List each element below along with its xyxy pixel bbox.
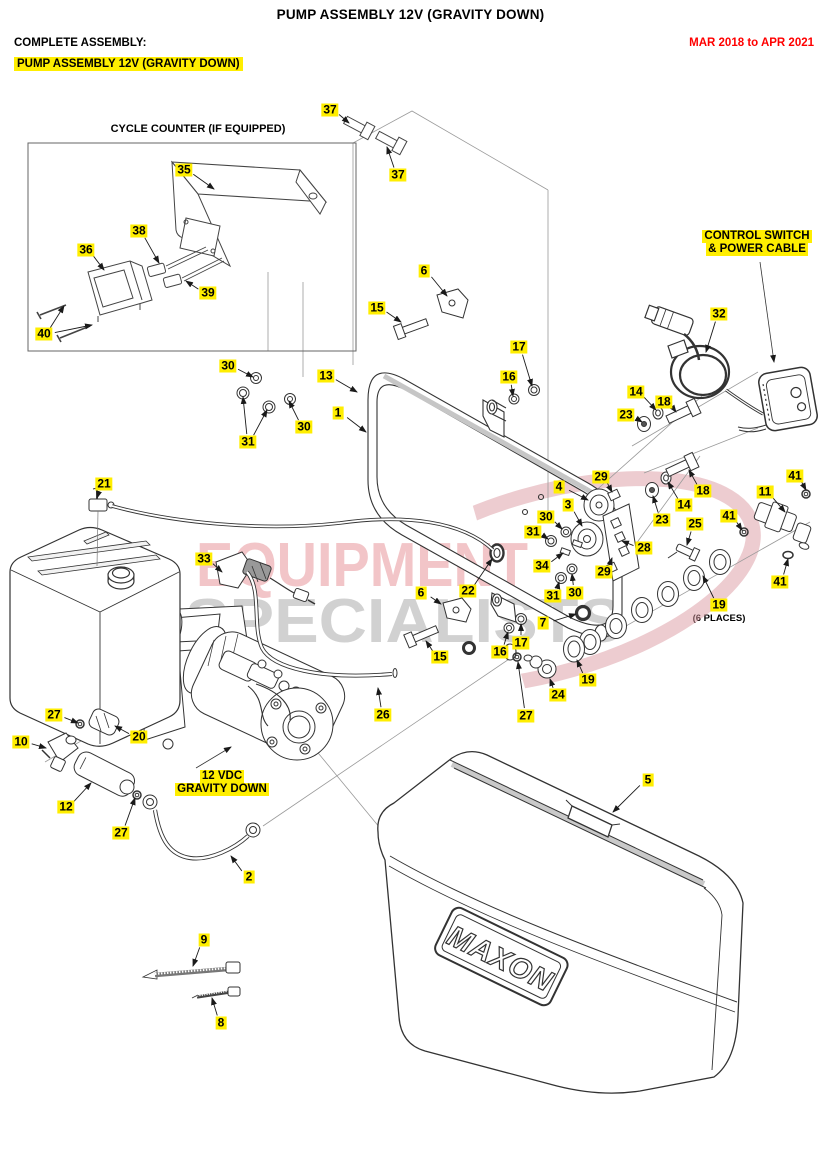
plumbing <box>41 486 495 861</box>
motor-label-line2: GRAVITY DOWN <box>175 783 269 796</box>
callout-36: 36 <box>77 242 95 257</box>
callout-37: 37 <box>389 167 407 182</box>
callout-25: 25 <box>686 516 704 531</box>
callout-35: 35 <box>175 162 193 177</box>
callout-1: 1 <box>332 405 344 420</box>
callout-10: 10 <box>12 734 30 749</box>
callout-32: 32 <box>710 306 728 321</box>
callout-12: 12 <box>57 799 75 814</box>
complete-assembly-label: COMPLETE ASSEMBLY: <box>14 37 147 49</box>
cycle-counter-title: CYCLE COUNTER (IF EQUIPPED) <box>110 123 286 135</box>
cycle-counter-bracket <box>170 160 328 268</box>
callout-37: 37 <box>321 102 339 117</box>
callout-29: 29 <box>592 469 610 484</box>
callout-19: 19 <box>579 672 597 687</box>
callout-18: 18 <box>694 483 712 498</box>
callout-17: 17 <box>510 339 528 354</box>
callout-14: 14 <box>627 384 645 399</box>
callout-41: 41 <box>771 574 789 589</box>
callout-11: 11 <box>756 484 774 499</box>
callout-40: 40 <box>35 326 53 341</box>
callout-30: 30 <box>219 358 237 373</box>
callout-26: 26 <box>374 707 392 722</box>
cycle-counter-box <box>27 142 357 352</box>
callout-27: 27 <box>45 707 63 722</box>
control-switch-label: CONTROL SWITCH & POWER CABLE <box>696 230 818 256</box>
callout-38: 38 <box>130 223 148 238</box>
callout-41: 41 <box>786 468 804 483</box>
callout-6: 6 <box>415 585 427 600</box>
callout-30: 30 <box>537 509 555 524</box>
control-switch-line1: CONTROL SWITCH <box>702 230 812 243</box>
callout-31: 31 <box>239 434 257 449</box>
motor-voltage-label: 12 VDC GRAVITY DOWN <box>170 770 274 796</box>
callout-20: 20 <box>130 729 148 744</box>
callout-16: 16 <box>500 369 518 384</box>
callout-27: 27 <box>112 825 130 840</box>
control-switch-line2: & POWER CABLE <box>706 243 808 256</box>
callout-4: 4 <box>553 479 565 494</box>
callout-34: 34 <box>533 558 551 573</box>
callout-39: 39 <box>199 285 217 300</box>
callout-33: 33 <box>195 551 213 566</box>
callout-14: 14 <box>675 497 693 512</box>
callout-9: 9 <box>198 932 210 947</box>
wire-connectors <box>146 246 225 288</box>
power-plug <box>644 304 694 336</box>
callout-27: 27 <box>517 708 535 723</box>
motor-label-line1: 12 VDC <box>199 770 245 783</box>
callout-28: 28 <box>635 540 653 555</box>
watermark-swoosh <box>448 471 761 695</box>
date-range: MAR 2018 to APR 2021 <box>689 37 814 49</box>
page-title: PUMP ASSEMBLY 12V (GRAVITY DOWN) <box>276 7 545 22</box>
callout-18: 18 <box>655 394 673 409</box>
fitting-24 <box>523 654 557 679</box>
manifold-cluster <box>545 488 640 584</box>
callout-30: 30 <box>566 585 584 600</box>
callout-41: 41 <box>720 508 738 523</box>
control-switch-group <box>644 261 818 433</box>
callout-29: 29 <box>595 564 613 579</box>
cycle-counter-group <box>27 115 408 352</box>
places-note: (6 PLACES) <box>692 613 746 624</box>
callout-15: 15 <box>431 649 449 664</box>
callout-22: 22 <box>459 583 477 598</box>
callout-16: 16 <box>491 644 509 659</box>
callout-15: 15 <box>368 300 386 315</box>
cycle-counter-display <box>87 260 153 322</box>
callout-7: 7 <box>537 615 549 630</box>
callout-8: 8 <box>215 1015 227 1030</box>
assembly-name: PUMP ASSEMBLY 12V (GRAVITY DOWN) <box>14 57 243 71</box>
callout-6: 6 <box>418 263 430 278</box>
callout-2: 2 <box>243 869 255 884</box>
cover-box: MAXON <box>377 751 744 1094</box>
callout-17: 17 <box>512 635 530 650</box>
cable-ties <box>141 961 241 999</box>
callout-31: 31 <box>524 524 542 539</box>
callout-30: 30 <box>295 419 313 434</box>
callout-23: 23 <box>617 407 635 422</box>
callout-13: 13 <box>317 368 335 383</box>
callout-31: 31 <box>544 588 562 603</box>
control-switch <box>758 366 818 432</box>
callout-23: 23 <box>653 512 671 527</box>
callout-24: 24 <box>549 687 567 702</box>
reservoir-tank <box>9 526 181 747</box>
callout-3: 3 <box>562 497 574 512</box>
callout-5: 5 <box>642 772 654 787</box>
callout-leaders <box>31 114 807 1016</box>
callout-21: 21 <box>95 476 113 491</box>
callout-19: 19 <box>710 597 728 612</box>
